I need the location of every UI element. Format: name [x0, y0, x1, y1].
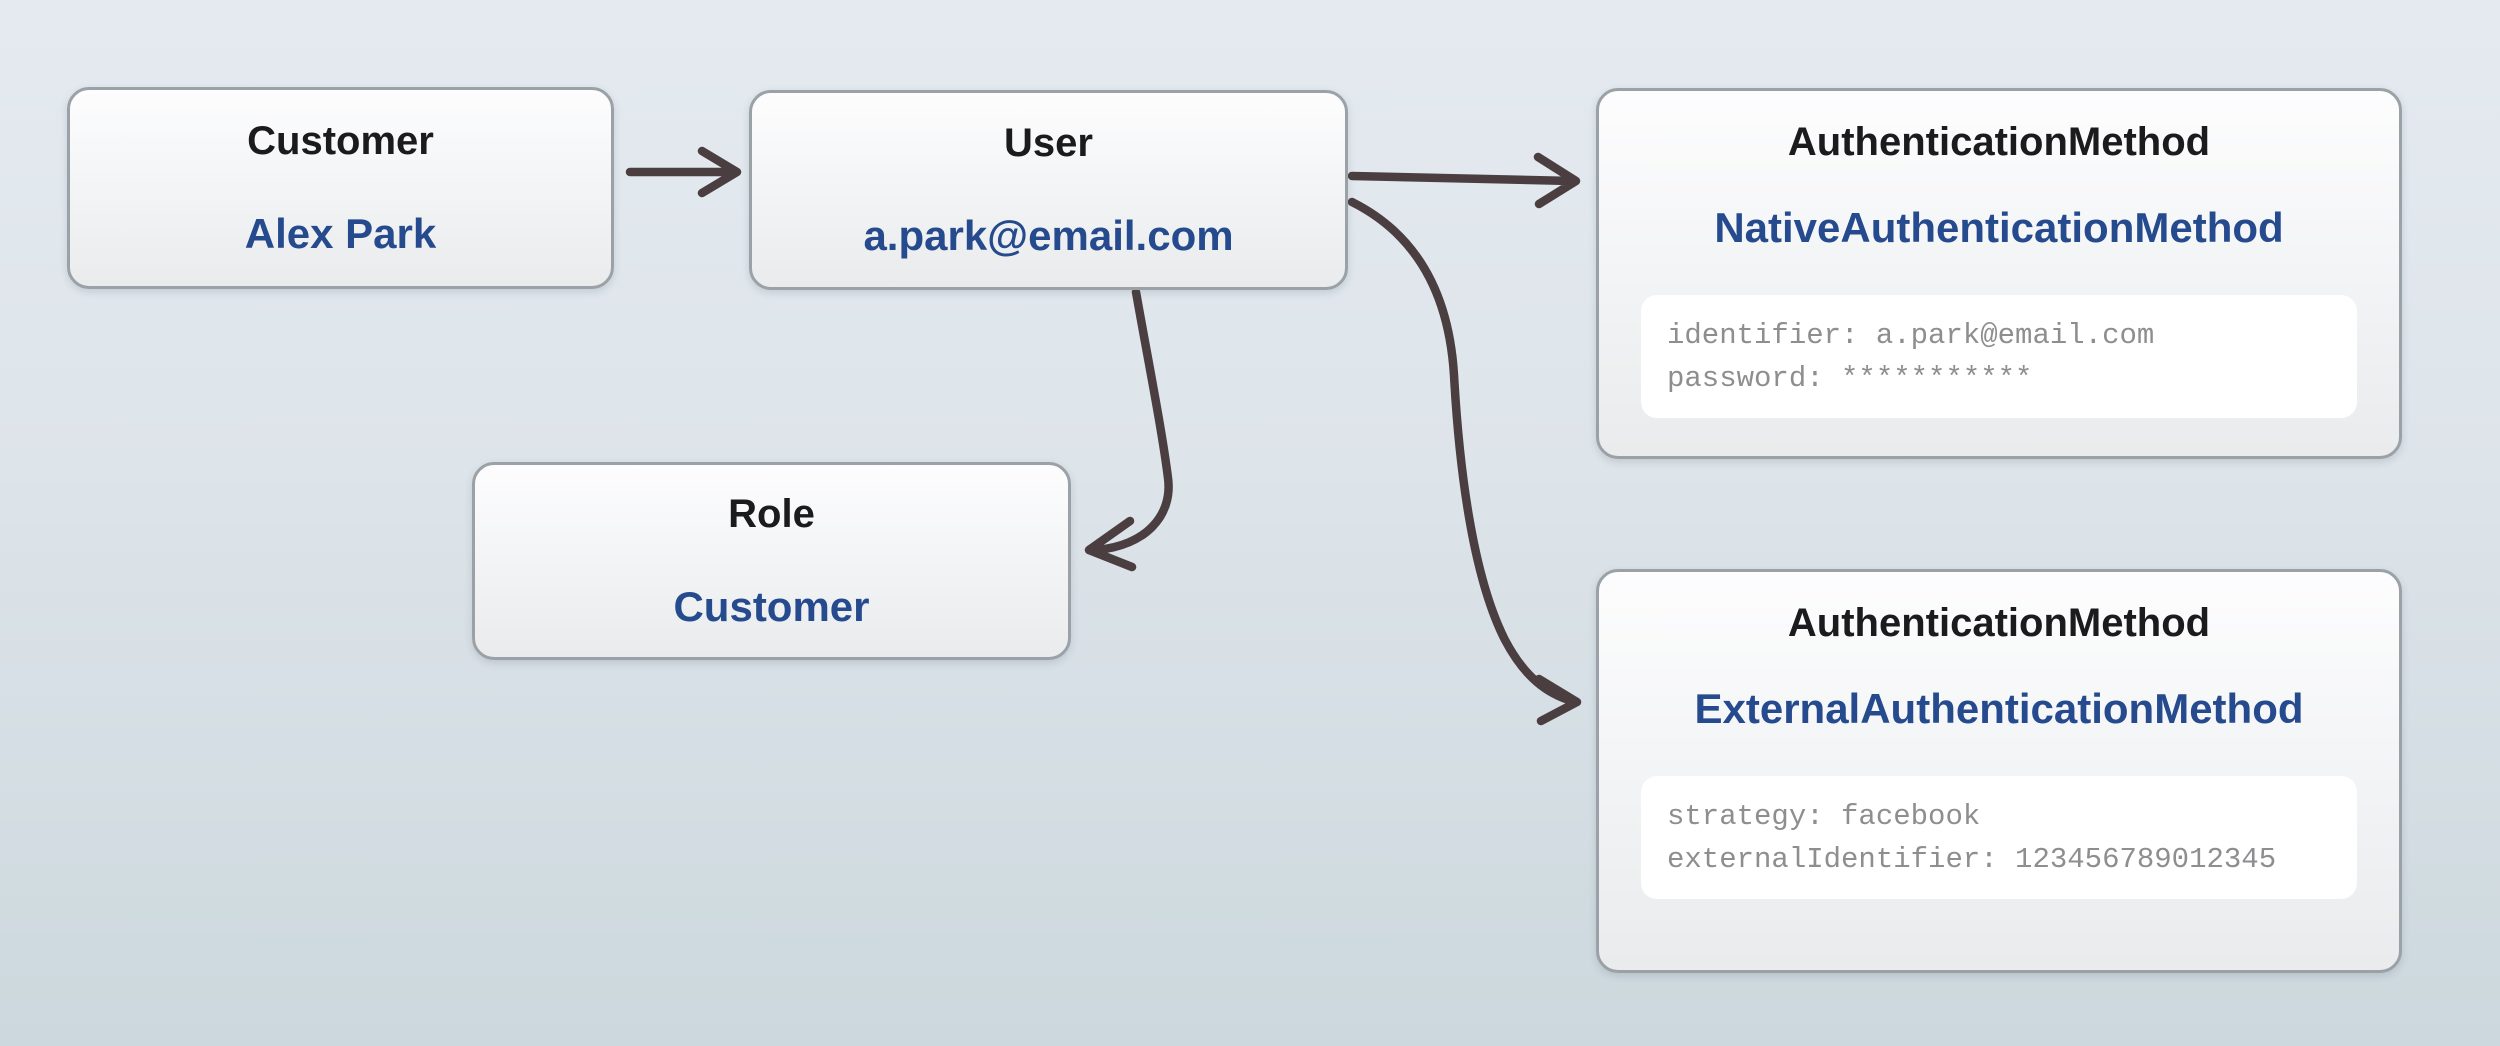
- node-title: Role: [728, 492, 815, 536]
- node-user: User a.park@email.com: [749, 90, 1348, 290]
- node-value: a.park@email.com: [863, 212, 1234, 259]
- attribute-line-external-identifier: externalIdentifier: 123456789012345: [1667, 842, 2277, 876]
- attributes-panel: identifier: a.park@email.com password: *…: [1641, 295, 2357, 418]
- attribute-line-strategy: strategy: facebook: [1667, 799, 1981, 833]
- node-auth-native: AuthenticationMethod NativeAuthenticatio…: [1596, 88, 2402, 459]
- node-value: Customer: [673, 583, 870, 630]
- edge-customer-to-user-arrow: [625, 146, 742, 198]
- node-title: AuthenticationMethod: [1787, 601, 2211, 645]
- node-customer: Customer Alex Park: [67, 87, 614, 289]
- node-title: AuthenticationMethod: [1787, 120, 2211, 164]
- attribute-line-password: password: ***********: [1667, 361, 2033, 395]
- node-value: NativeAuthenticationMethod: [1714, 204, 2284, 251]
- edge-user-to-auth-native-arrow: [1347, 152, 1581, 209]
- node-value: Alex Park: [244, 210, 437, 257]
- node-title: Customer: [247, 119, 434, 163]
- node-value: ExternalAuthenticationMethod: [1694, 685, 2304, 732]
- edge-user-to-role-arrow: [1084, 287, 1173, 572]
- node-role: Role Customer: [472, 462, 1071, 660]
- attribute-line-identifier: identifier: a.park@email.com: [1667, 318, 2155, 352]
- node-auth-external: AuthenticationMethod ExternalAuthenticat…: [1596, 569, 2402, 973]
- node-title: User: [1004, 121, 1093, 165]
- edge-user-to-auth-external-arrow: [1347, 197, 1582, 726]
- attributes-panel: strategy: facebook externalIdentifier: 1…: [1641, 776, 2357, 899]
